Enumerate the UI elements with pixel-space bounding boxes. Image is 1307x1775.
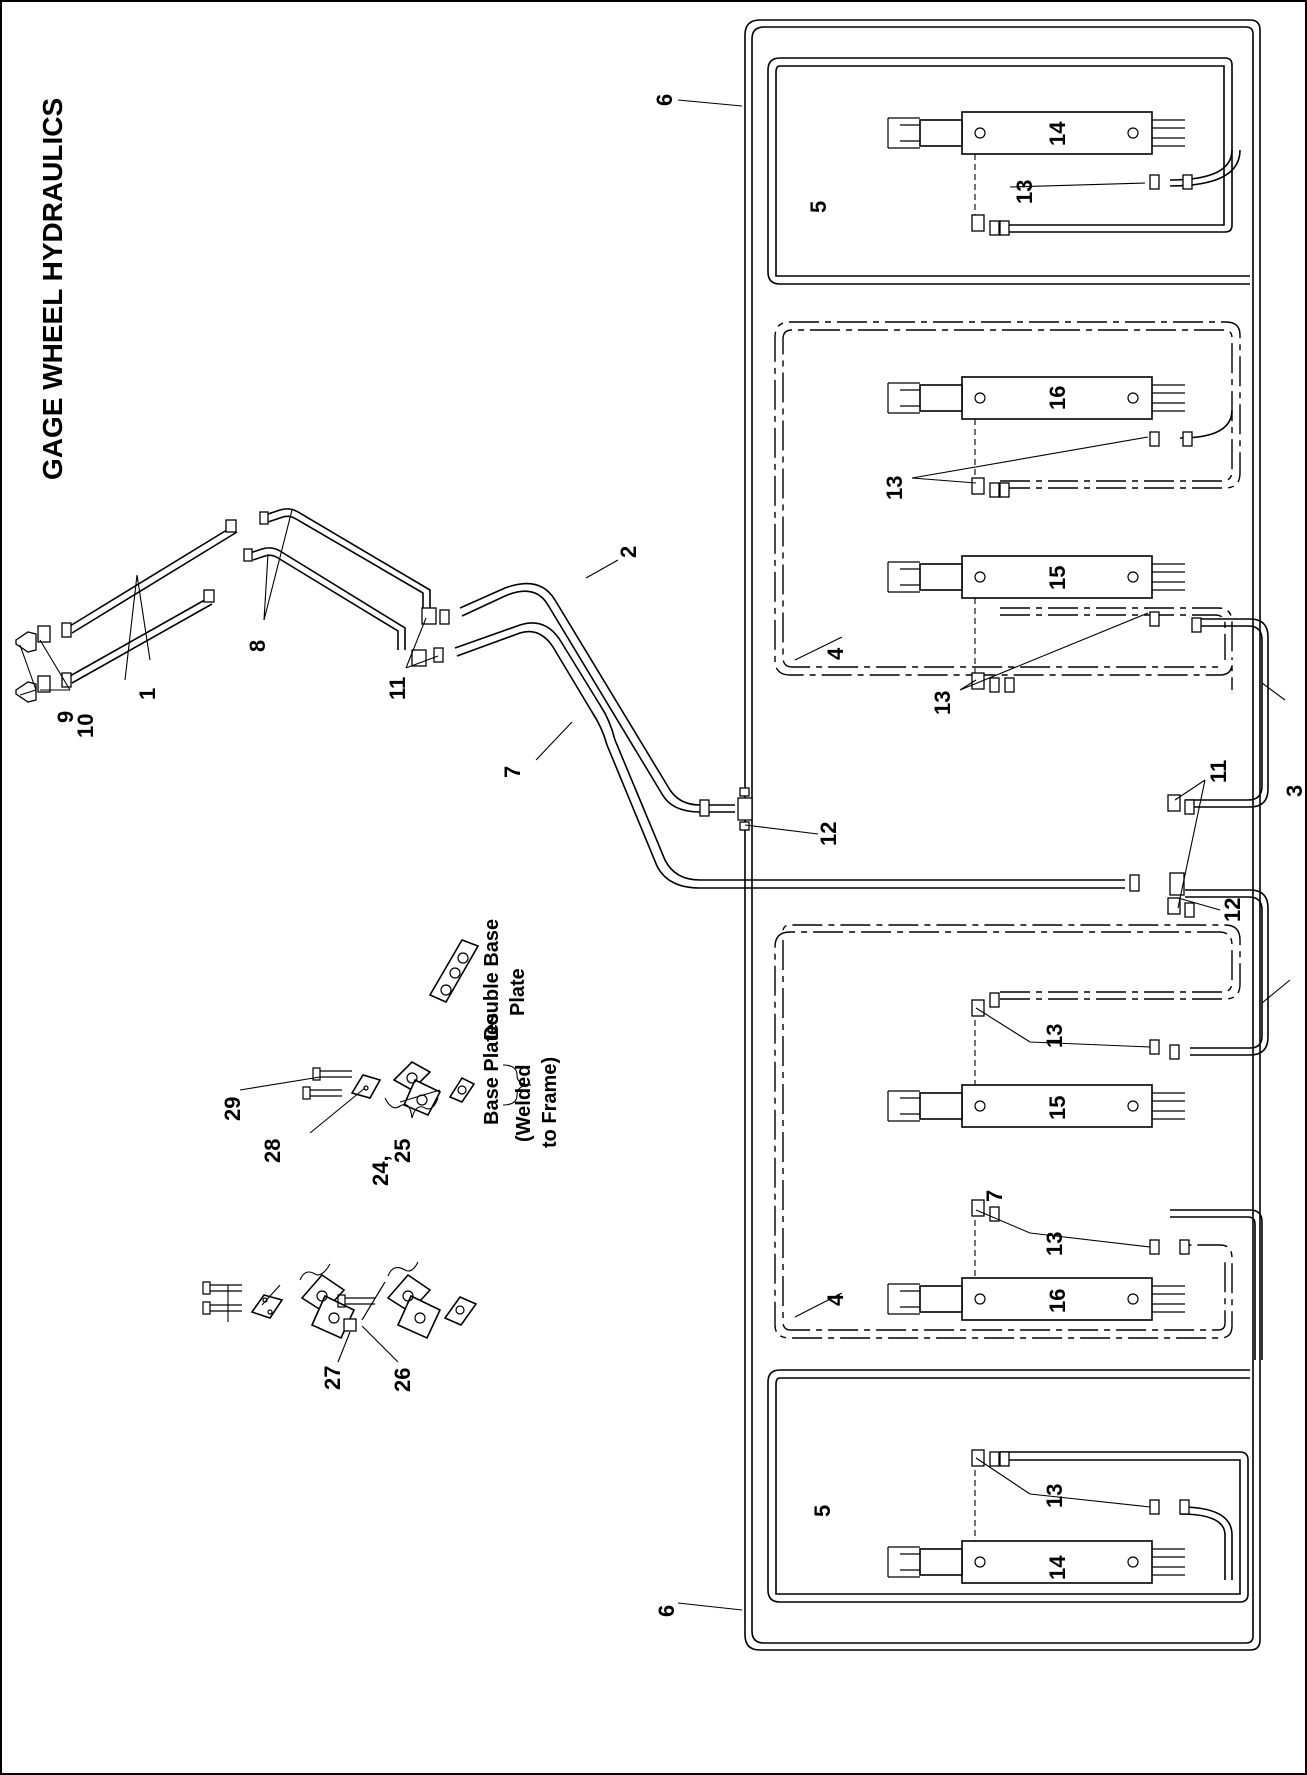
cylinder-15-top [887, 555, 1185, 599]
callout-13-c: 13 [930, 691, 955, 715]
callout-2: 2 [616, 546, 641, 558]
note-welded-2: to Frame) [539, 1057, 561, 1148]
cylinder-14-top [887, 111, 1185, 155]
hose-1-and-8 [69, 508, 431, 684]
callout-14-bottom: 14 [1045, 1555, 1070, 1580]
callouts: 6 6 5 5 14 14 16 16 15 15 13 13 13 13 13… [53, 94, 1307, 1617]
callout-13-b: 13 [882, 476, 907, 500]
note-base-plates: Base Plates [481, 1013, 503, 1125]
callout-7-right: 7 [982, 1190, 1007, 1202]
callout-5-top: 5 [806, 201, 831, 213]
callout-11-left: 11 [385, 677, 410, 700]
callout-3: 3 [1282, 785, 1307, 797]
callout-4-top: 4 [823, 647, 848, 660]
hose-3 [1170, 889, 1269, 1360]
callout-6-top: 6 [652, 94, 677, 106]
callout-14-top: 14 [1045, 121, 1070, 146]
hose-6-outer-loop [744, 19, 1261, 1651]
cylinder-14-bottom [887, 1540, 1185, 1584]
cylinder-15-bottom [887, 1084, 1185, 1128]
callout-26: 26 [390, 1368, 415, 1392]
callout-12-center: 12 [816, 822, 841, 846]
note-double-1: Double Base [481, 919, 503, 1040]
callout-9: 9 [53, 711, 78, 723]
callout-12-right: 12 [1220, 898, 1245, 922]
cylinder-16-top [887, 376, 1185, 420]
callout-11-right: 11 [1206, 760, 1231, 783]
callout-29: 29 [220, 1097, 245, 1121]
callout-1: 1 [135, 688, 160, 700]
callout-13-d: 13 [1042, 1024, 1067, 1048]
hose-3-upper [1185, 618, 1269, 808]
cylinder-16-bottom [887, 1277, 1185, 1321]
callout-10: 10 [73, 714, 98, 738]
hose-4-bottom [774, 924, 1241, 1339]
callout-13-a: 13 [1012, 180, 1037, 204]
hose-5-top [767, 57, 1250, 285]
callout-6-bottom: 6 [654, 1605, 679, 1617]
callout-16-top: 16 [1045, 386, 1070, 410]
hose-2-and-7 [454, 582, 1125, 889]
callout-13-f: 13 [1042, 1484, 1067, 1508]
diagram-title: GAGE WHEEL HYDRAULICS [37, 98, 68, 480]
note-welded-1: (Welded [513, 1065, 535, 1142]
leader-lines [19, 99, 1291, 1611]
callout-27: 27 [320, 1366, 345, 1390]
callout-28: 28 [260, 1139, 285, 1163]
callout-15-bottom: 15 [1045, 1096, 1070, 1120]
callout-25: 25 [390, 1139, 415, 1163]
callout-13-e: 13 [1042, 1232, 1067, 1256]
callout-8: 8 [245, 640, 270, 652]
callout-7-center: 7 [500, 766, 525, 778]
fittings [15, 174, 1202, 1515]
note-double-2: Plate [507, 968, 529, 1016]
callout-5-bottom: 5 [810, 1505, 835, 1517]
callout-15-top: 15 [1045, 566, 1070, 590]
callout-4-bottom: 4 [823, 1293, 848, 1306]
callout-24: 24, [368, 1155, 393, 1186]
callout-16-bottom: 16 [1045, 1289, 1070, 1313]
